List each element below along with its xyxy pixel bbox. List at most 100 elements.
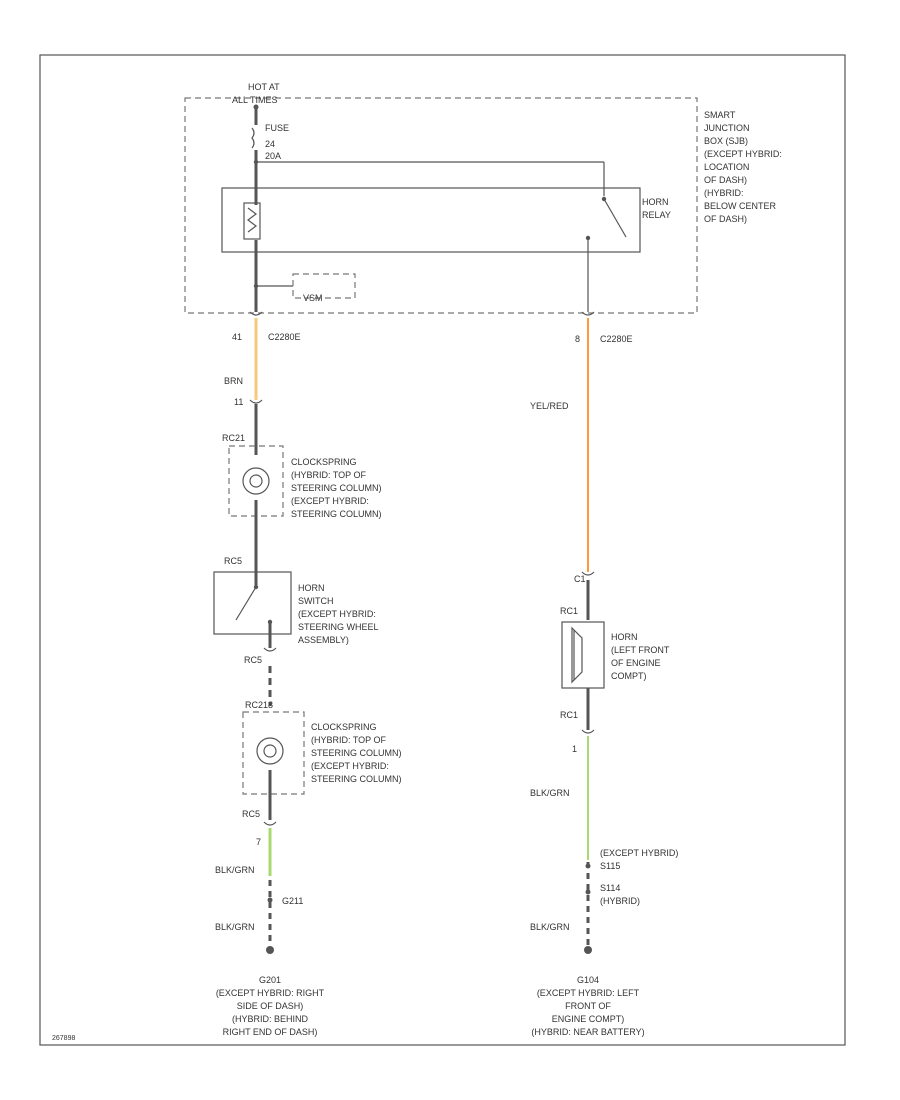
clockspring-1-icon [242, 467, 270, 495]
fuse-label: FUSE [265, 123, 289, 133]
svg-text:STEERING WHEEL: STEERING WHEEL [298, 622, 379, 632]
svg-text:(EXCEPT HYBRID: RIGHT: (EXCEPT HYBRID: RIGHT [216, 988, 325, 998]
svg-text:OF DASH): OF DASH) [704, 214, 747, 224]
connector-left-icon [249, 311, 263, 316]
horn-relay-label-1: HORN [642, 197, 669, 207]
horn-switch-pin: RC5 [244, 655, 262, 665]
splice-right-top-id: S115 [600, 861, 620, 871]
ground-left-icon [266, 946, 274, 954]
pin-41-label: 41 [232, 332, 242, 342]
horn-switch-arm [235, 586, 257, 621]
horn-relay-label-2: RELAY [642, 210, 671, 220]
hot-node [253, 104, 259, 110]
vsm-box [292, 273, 356, 299]
clockspring-2-icon [256, 737, 284, 765]
svg-text:G201: G201 [259, 975, 281, 985]
horn-connector-label: RC1 [560, 606, 578, 616]
svg-text:JUNCTION: JUNCTION [704, 123, 750, 133]
splice-left [267, 897, 273, 903]
svg-text:CLOCKSPRING: CLOCKSPRING [291, 457, 357, 467]
vsm-label: VSM [303, 293, 323, 303]
ground-left-description: G201 (EXCEPT HYBRID: RIGHT SIDE OF DASH)… [216, 975, 325, 1037]
fuse-icon [251, 127, 255, 149]
svg-text:STEERING COLUMN): STEERING COLUMN) [311, 748, 402, 758]
horn-switch-description: HORN SWITCH (EXCEPT HYBRID: STEERING WHE… [298, 583, 379, 645]
blk-grn-right-label-1: BLK/GRN [530, 788, 570, 798]
blk-grn-left-label-1: BLK/GRN [215, 865, 255, 875]
horn-icon [571, 626, 583, 684]
diagram-frame [39, 54, 846, 1046]
horn-description: HORN (LEFT FRONT OF ENGINE COMPT) [611, 632, 670, 681]
clockspring-1-connector: RC21 [222, 433, 245, 443]
horn-box [561, 621, 605, 689]
all-times-label: ALL TIMES [232, 95, 278, 105]
svg-text:COMPT): COMPT) [611, 671, 647, 681]
svg-text:(EXCEPT HYBRID: LEFT: (EXCEPT HYBRID: LEFT [537, 988, 640, 998]
svg-text:(HYBRID: NEAR BATTERY): (HYBRID: NEAR BATTERY) [531, 1027, 644, 1037]
blk-grn-left-label-2: BLK/GRN [215, 922, 255, 932]
smart-junction-box-outline [184, 97, 698, 314]
horn-pin-bottom-label: RC1 [560, 710, 578, 720]
hot-at-label: HOT AT [248, 82, 280, 92]
splice-right-top-label: (EXCEPT HYBRID) [600, 848, 678, 858]
fuse-number: 24 [265, 139, 275, 149]
svg-text:SMART: SMART [704, 110, 736, 120]
svg-text:(EXCEPT HYBRID:: (EXCEPT HYBRID: [298, 609, 376, 619]
blk-grn-right-label-2: BLK/GRN [530, 922, 570, 932]
horn-switch-box [213, 571, 292, 635]
connector-left-label: C2280E [268, 332, 301, 342]
pin-8-label: 8 [575, 334, 580, 344]
svg-text:HORN: HORN [298, 583, 325, 593]
svg-text:ENGINE COMPT): ENGINE COMPT) [552, 1014, 625, 1024]
clockspring-1-description: CLOCKSPRING (HYBRID: TOP OF STEERING COL… [291, 457, 382, 519]
splice-right-top [585, 863, 591, 869]
svg-text:OF ENGINE: OF ENGINE [611, 658, 661, 668]
svg-text:HORN: HORN [611, 632, 638, 642]
brn-wire-label: BRN [224, 376, 243, 386]
clockspring-2-description: CLOCKSPRING (HYBRID: TOP OF STEERING COL… [311, 722, 402, 784]
svg-text:(LEFT FRONT: (LEFT FRONT [611, 645, 670, 655]
svg-text:SIDE OF DASH): SIDE OF DASH) [237, 1001, 304, 1011]
svg-text:(EXCEPT HYBRID:: (EXCEPT HYBRID: [291, 496, 369, 506]
svg-text:OF DASH): OF DASH) [704, 175, 747, 185]
svg-text:FRONT OF: FRONT OF [565, 1001, 611, 1011]
svg-text:CLOCKSPRING: CLOCKSPRING [311, 722, 377, 732]
svg-text:SWITCH: SWITCH [298, 596, 334, 606]
horn-relay-box [221, 187, 641, 253]
svg-text:ASSEMBLY): ASSEMBLY) [298, 635, 349, 645]
splice-right-bottom-label: (HYBRID) [600, 896, 640, 906]
relay-contact-arm [603, 198, 627, 238]
relay-coil-icon [243, 202, 261, 240]
figure-id: 267898 [52, 1035, 75, 1042]
svg-text:(HYBRID: BEHIND: (HYBRID: BEHIND [232, 1014, 309, 1024]
svg-text:BELOW CENTER: BELOW CENTER [704, 201, 777, 211]
svg-text:BOX (SJB): BOX (SJB) [704, 136, 748, 146]
svg-text:(HYBRID: TOP OF: (HYBRID: TOP OF [291, 470, 367, 480]
splice-right-bottom [585, 889, 591, 895]
horn-switch-connector: RC5 [224, 556, 242, 566]
splice-right-bottom-id: S114 [600, 883, 620, 893]
svg-text:G104: G104 [577, 975, 599, 985]
pin-1-label: 1 [572, 744, 577, 754]
svg-text:RIGHT END OF DASH): RIGHT END OF DASH) [223, 1027, 318, 1037]
svg-text:STEERING COLUMN): STEERING COLUMN) [291, 509, 382, 519]
svg-text:(EXCEPT HYBRID:: (EXCEPT HYBRID: [311, 761, 389, 771]
ground-right-icon [584, 946, 592, 954]
svg-text:(HYBRID:: (HYBRID: [704, 188, 744, 198]
splice-left-label: G211 [282, 896, 303, 906]
yel-red-wire-label: YEL/RED [530, 401, 569, 411]
pin-7-label: 7 [256, 837, 261, 847]
svg-text:LOCATION: LOCATION [704, 162, 749, 172]
pin-11-label: 11 [234, 397, 243, 407]
fuse-amperage: 20A [265, 151, 281, 161]
clockspring-2-pin: RC5 [242, 809, 260, 819]
svg-text:(EXCEPT HYBRID:: (EXCEPT HYBRID: [704, 149, 782, 159]
sjb-description: SMART JUNCTION BOX (SJB) (EXCEPT HYBRID:… [704, 110, 782, 224]
svg-text:STEERING COLUMN): STEERING COLUMN) [291, 483, 382, 493]
clockspring-2-box [242, 711, 305, 795]
svg-text:(HYBRID: TOP OF: (HYBRID: TOP OF [311, 735, 387, 745]
connector-right-icon [581, 311, 595, 316]
svg-text:STEERING COLUMN): STEERING COLUMN) [311, 774, 402, 784]
connector-right-label: C2280E [600, 334, 633, 344]
